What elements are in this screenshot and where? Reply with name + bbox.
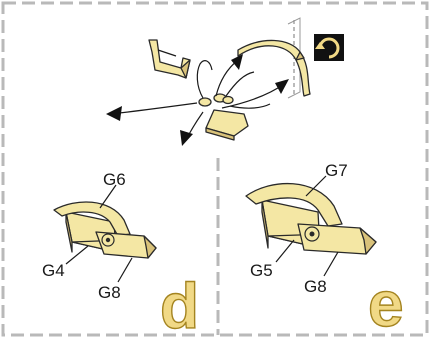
panel-letter-e: e xyxy=(368,268,404,338)
label-g6: G6 xyxy=(103,170,126,189)
latch-part xyxy=(198,93,249,141)
latch-assembly-e xyxy=(245,182,377,255)
label-g7: G7 xyxy=(325,161,348,180)
leader-g8-d xyxy=(117,257,133,283)
panel-d: G6 G4 G8 d xyxy=(42,170,200,338)
bending-sequence xyxy=(106,17,344,146)
motion-arrows xyxy=(106,54,289,146)
long-strip-part xyxy=(237,39,311,97)
rotate-counterclockwise-icon xyxy=(314,34,344,61)
label-g8-e: G8 xyxy=(304,277,327,296)
label-g8-d: G8 xyxy=(98,283,121,302)
leader-g5 xyxy=(275,239,295,263)
leader-g8-e xyxy=(323,251,339,277)
small-bracket-part xyxy=(148,39,191,79)
panel-letter-d: d xyxy=(160,270,199,338)
label-g4: G4 xyxy=(42,261,65,280)
leader-g7 xyxy=(305,175,327,197)
panel-e: G7 G5 G8 e xyxy=(245,161,404,338)
leader-g4 xyxy=(65,245,89,265)
leader-g6 xyxy=(99,184,117,209)
latch-assembly-d xyxy=(53,201,157,259)
label-g5: G5 xyxy=(250,261,273,280)
